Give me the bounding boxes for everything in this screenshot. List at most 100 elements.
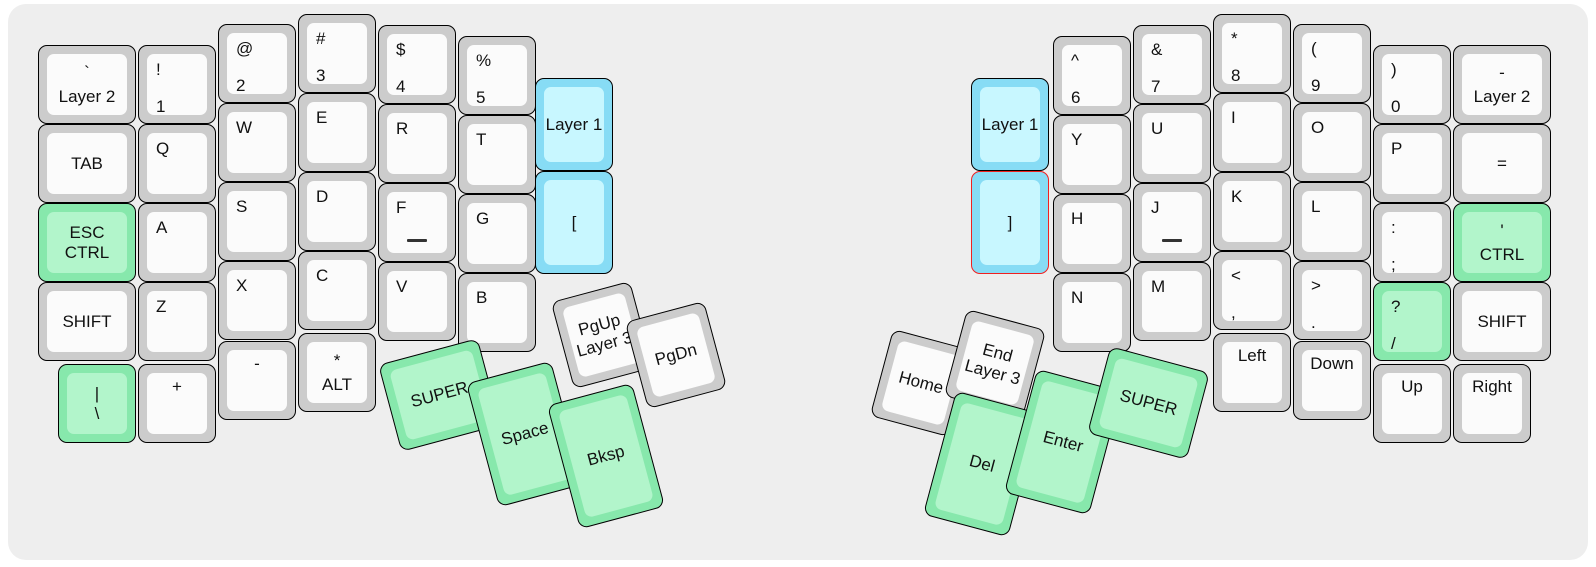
key-e[interactable]: E [298,93,376,172]
key-right-arrow[interactable]: Right [1453,364,1531,443]
keycap-surface: Q [147,133,207,194]
key-5-percent[interactable]: %5 [458,36,536,115]
key-q[interactable]: Q [138,124,216,203]
key-y[interactable]: Y [1053,115,1131,194]
keycap-surface: !1 [147,54,207,115]
key-n[interactable]: N [1053,273,1131,352]
key-x[interactable]: X [218,261,296,340]
key-legend-base: Right [1472,377,1512,396]
key-down-arrow[interactable]: Down [1293,341,1371,420]
keycap-surface: - Layer 2 [1462,54,1542,115]
key-legend-top: L [1311,197,1321,216]
key-j[interactable]: J [1133,183,1211,262]
key-legend-base: ] [1007,212,1013,232]
keycap-surface: W [227,112,287,173]
key-3-hash[interactable]: #3 [298,14,376,93]
key-pgdn[interactable]: PgDn [624,300,728,410]
key-legend-top: ( [1311,39,1317,58]
key-bracket-right[interactable]: ] [971,171,1049,274]
key-legend-top: ` [84,62,90,82]
keycap-surface: Right [1462,373,1522,434]
key-legend-base: Layer 2 [1473,86,1531,106]
key-layer1-left[interactable]: Layer 1 [535,78,613,171]
key-bracket-left[interactable]: [ [535,171,613,274]
key-w[interactable]: W [218,103,296,182]
key-layer2-left[interactable]: `Layer 2 [38,45,136,124]
key-legend-top: ^ [1071,51,1079,70]
keycap-surface: M [1142,271,1202,332]
keycap-surface: $4 [387,34,447,95]
key-legend-top: E [316,108,328,127]
key-0-rparen[interactable]: )0 [1373,45,1451,124]
key-pipe-backslash[interactable]: |\ [58,364,136,443]
key-g[interactable]: G [458,194,536,273]
key-h[interactable]: H [1053,194,1131,273]
key-p[interactable]: P [1373,124,1451,203]
key-u[interactable]: U [1133,104,1211,183]
key-l[interactable]: L [1293,182,1371,261]
homing-bar-indicator [407,239,427,242]
key-legend-base: \ [94,403,100,423]
keycap-surface: E [307,102,367,163]
key-shift-left[interactable]: SHIFT [38,282,136,361]
key-up-arrow[interactable]: Up [1373,364,1451,443]
key-legend-base: CTRL [64,242,110,262]
key-legend-top: : [1391,218,1396,237]
key-d[interactable]: D [298,172,376,251]
key-v[interactable]: V [378,262,456,341]
key-quote-ctrl[interactable]: 'CTRL [1453,203,1551,282]
keycap-surface: U [1142,113,1202,174]
key-f[interactable]: F [378,183,456,262]
key-tab[interactable]: TAB [38,124,136,203]
key-legend-top: ' [1500,220,1504,240]
key-9-lparen[interactable]: (9 [1293,24,1371,103]
key-a[interactable]: A [138,203,216,282]
key-colon-semi[interactable]: :; [1373,203,1451,282]
key-legend-top: W [236,118,253,137]
key-4-dollar[interactable]: $4 [378,25,456,104]
key-i[interactable]: I [1213,93,1291,172]
key-legend-top: > [1311,276,1321,295]
key-s[interactable]: S [218,182,296,261]
key-t[interactable]: T [458,115,536,194]
key-equals[interactable]: = [1453,124,1551,203]
key-legend-base: + [172,377,182,396]
key-o[interactable]: O [1293,103,1371,182]
key-b[interactable]: B [458,273,536,352]
key-period-gt[interactable]: >. [1293,261,1371,340]
key-legend-top: ) [1391,60,1397,79]
key-legend-top: & [1151,40,1163,59]
key-r[interactable]: R [378,104,456,183]
key-legend-top: N [1071,288,1084,307]
keycap-surface: - [227,350,287,411]
key-2-at[interactable]: @2 [218,24,296,103]
key-legend-base: 5 [476,87,486,106]
key-k[interactable]: K [1213,172,1291,251]
key-legend-top: B [476,288,488,307]
key-6-caret[interactable]: ^6 [1053,36,1131,115]
key-minus-left[interactable]: - [218,341,296,420]
key-plus[interactable]: + [138,364,216,443]
key-legend-top: D [316,187,329,206]
key-legend-top: ESC [69,222,105,242]
keycap-surface: Bksp [557,393,655,519]
key-legend-top: - [1499,62,1505,82]
key-legend-base: Home [896,367,946,398]
key-7-ampersand[interactable]: &7 [1133,25,1211,104]
key-m[interactable]: M [1133,262,1211,341]
key-comma-lt[interactable]: <, [1213,251,1291,330]
key-legend-top: V [396,277,408,296]
key-layer2-right[interactable]: - Layer 2 [1453,45,1551,124]
key-slash-question[interactable]: ?/ [1373,282,1451,361]
key-left-arrow[interactable]: Left [1213,333,1291,412]
key-c[interactable]: C [298,251,376,330]
key-shift-right[interactable]: SHIFT [1453,282,1551,361]
key-8-asterisk[interactable]: *8 [1213,14,1291,93]
key-layer1-right[interactable]: Layer 1 [971,78,1049,171]
key-asterisk-alt[interactable]: *ALT [298,333,376,412]
key-1-exclam[interactable]: !1 [138,45,216,124]
key-z[interactable]: Z [138,282,216,361]
